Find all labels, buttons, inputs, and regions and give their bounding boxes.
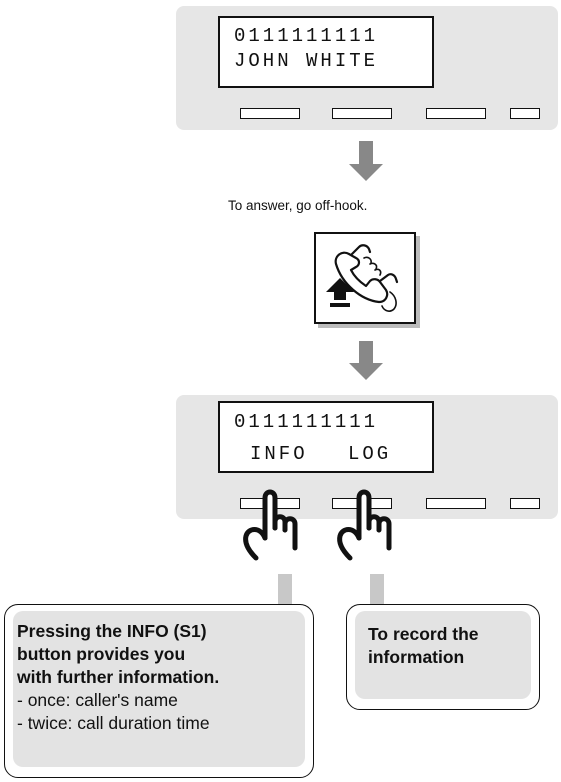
pointing-hand-icon <box>337 489 392 561</box>
caller-number: 0111111111 <box>234 411 379 433</box>
softkey-s3[interactable] <box>426 108 486 119</box>
caller-name: JOHN WHITE <box>234 50 379 72</box>
flow-arrow-shaft <box>359 141 373 164</box>
instruction-text: To answer, go off-hook. <box>228 198 368 213</box>
flow-arrow-down-icon <box>349 164 383 181</box>
off-hook-handset-icon <box>326 244 399 312</box>
flow-arrow-down-icon <box>349 363 383 380</box>
off-hook-icon-box <box>314 232 416 324</box>
callout-log-line: To record the <box>368 624 479 644</box>
lcd-screen: 0111111111 JOHN WHITE <box>218 16 434 88</box>
callout-log-text: To record the information <box>368 623 538 669</box>
flow-arrow-shaft <box>359 341 373 363</box>
softkey-small[interactable] <box>510 108 540 119</box>
callout-info-line: button provides you <box>17 644 186 664</box>
caller-number: 0111111111 <box>234 25 379 47</box>
softkey-s3[interactable] <box>426 498 486 509</box>
callout-info-panel <box>13 611 305 767</box>
callout-info-item: - once: caller's name <box>17 690 178 710</box>
softkey-s2[interactable] <box>332 108 392 119</box>
pointing-hand-icon <box>243 489 298 561</box>
callout-info-item: - twice: call duration time <box>17 713 210 733</box>
softkey-label-log: LOG <box>348 443 392 465</box>
lcd-screen: 0111111111 INFO LOG <box>218 401 434 473</box>
callout-log-line: information <box>368 647 465 667</box>
callout-info-line: with further information. <box>17 667 220 687</box>
phone-display-panel-incoming: 0111111111 JOHN WHITE <box>176 6 558 130</box>
callout-connector <box>370 574 384 604</box>
softkey-label-info: INFO <box>250 443 308 465</box>
callout-info-line: Pressing the INFO (S1) <box>17 621 207 641</box>
callout-info-text: Pressing the INFO (S1) button provides y… <box>17 620 307 735</box>
callout-log-panel <box>355 611 531 699</box>
up-arrow-icon <box>326 278 354 307</box>
softkey-small[interactable] <box>510 498 540 509</box>
softkey-s1[interactable] <box>240 108 300 119</box>
callout-connector <box>278 574 292 604</box>
